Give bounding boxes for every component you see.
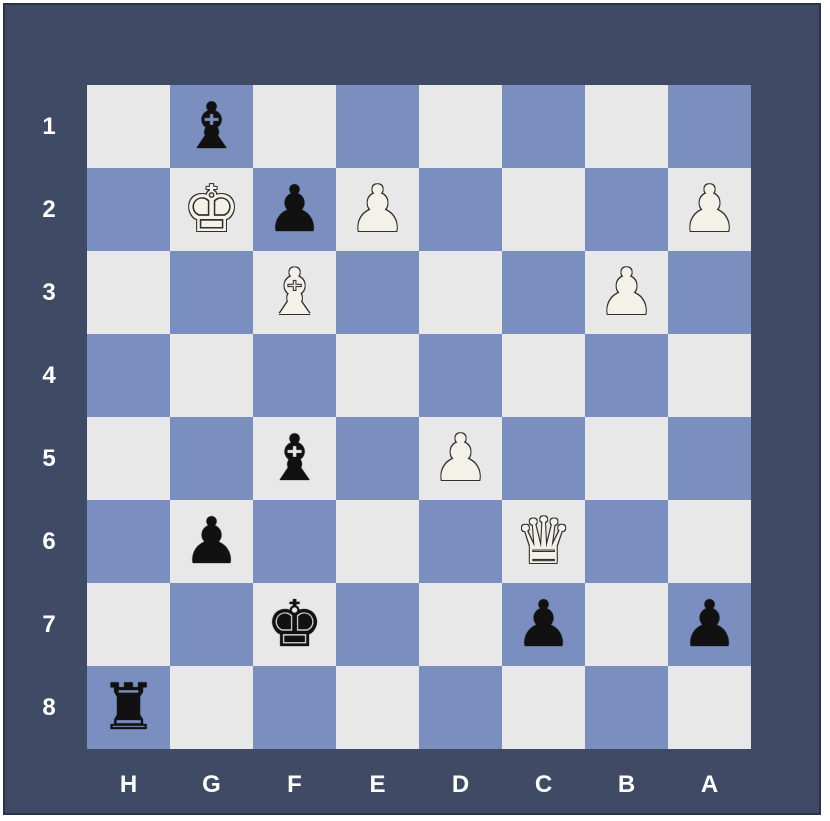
black-king-icon[interactable]: ♚ [266, 593, 323, 657]
square-b2[interactable] [585, 168, 668, 251]
black-pawn-icon[interactable]: ♟ [515, 593, 572, 657]
square-h3[interactable] [87, 251, 170, 334]
file-label-f: F [253, 765, 336, 805]
file-label-a: A [668, 765, 751, 805]
square-c4[interactable] [502, 334, 585, 417]
file-label-h: H [87, 765, 170, 805]
square-b6[interactable] [585, 500, 668, 583]
square-h8[interactable]: ♜ [87, 666, 170, 749]
square-d7[interactable] [419, 583, 502, 666]
square-c3[interactable] [502, 251, 585, 334]
square-g6[interactable]: ♟ [170, 500, 253, 583]
rank-label-6: 6 [29, 500, 69, 583]
square-e7[interactable] [336, 583, 419, 666]
square-h7[interactable] [87, 583, 170, 666]
square-e8[interactable] [336, 666, 419, 749]
white-pawn-icon[interactable]: ♟ [681, 178, 738, 242]
square-b1[interactable] [585, 85, 668, 168]
black-pawn-icon[interactable]: ♟ [266, 178, 323, 242]
file-label-c: C [502, 765, 585, 805]
square-d8[interactable] [419, 666, 502, 749]
square-f6[interactable] [253, 500, 336, 583]
square-e3[interactable] [336, 251, 419, 334]
square-h2[interactable] [87, 168, 170, 251]
square-c7[interactable]: ♟ [502, 583, 585, 666]
rank-label-1: 1 [29, 85, 69, 168]
rank-label-7: 7 [29, 583, 69, 666]
square-h1[interactable] [87, 85, 170, 168]
square-d6[interactable] [419, 500, 502, 583]
square-b3[interactable]: ♟ [585, 251, 668, 334]
square-a1[interactable] [668, 85, 751, 168]
square-f2[interactable]: ♟ [253, 168, 336, 251]
square-a4[interactable] [668, 334, 751, 417]
white-pawn-icon[interactable]: ♟ [432, 427, 489, 491]
square-a3[interactable] [668, 251, 751, 334]
white-queen-icon[interactable]: ♛ [515, 510, 572, 574]
square-b4[interactable] [585, 334, 668, 417]
black-rook-icon[interactable]: ♜ [100, 676, 157, 740]
black-bishop-icon[interactable]: ♝ [266, 427, 323, 491]
square-e5[interactable] [336, 417, 419, 500]
square-g7[interactable] [170, 583, 253, 666]
square-f7[interactable]: ♚ [253, 583, 336, 666]
square-b8[interactable] [585, 666, 668, 749]
file-label-g: G [170, 765, 253, 805]
chess-board: ♝ ♚ ♟ ♟ ♟ ♝ ♟ ♝ ♟ ♟ ♛ ♚ ♟ ♟ ♜ [87, 85, 751, 749]
square-h4[interactable] [87, 334, 170, 417]
square-a6[interactable] [668, 500, 751, 583]
square-b5[interactable] [585, 417, 668, 500]
square-d4[interactable] [419, 334, 502, 417]
square-d3[interactable] [419, 251, 502, 334]
square-f3[interactable]: ♝ [253, 251, 336, 334]
square-g2[interactable]: ♚ [170, 168, 253, 251]
square-c6[interactable]: ♛ [502, 500, 585, 583]
square-d1[interactable] [419, 85, 502, 168]
rank-label-4: 4 [29, 334, 69, 417]
square-f1[interactable] [253, 85, 336, 168]
file-label-e: E [336, 765, 419, 805]
rank-label-8: 8 [29, 666, 69, 749]
square-a2[interactable]: ♟ [668, 168, 751, 251]
black-bishop-icon[interactable]: ♝ [183, 95, 240, 159]
square-e1[interactable] [336, 85, 419, 168]
square-c5[interactable] [502, 417, 585, 500]
square-e6[interactable] [336, 500, 419, 583]
white-king-icon[interactable]: ♚ [183, 178, 240, 242]
square-f8[interactable] [253, 666, 336, 749]
square-a8[interactable] [668, 666, 751, 749]
square-c1[interactable] [502, 85, 585, 168]
square-d5[interactable]: ♟ [419, 417, 502, 500]
square-e2[interactable]: ♟ [336, 168, 419, 251]
file-label-d: D [419, 765, 502, 805]
square-f4[interactable] [253, 334, 336, 417]
square-b7[interactable] [585, 583, 668, 666]
square-c2[interactable] [502, 168, 585, 251]
square-a5[interactable] [668, 417, 751, 500]
rank-label-5: 5 [29, 417, 69, 500]
square-g5[interactable] [170, 417, 253, 500]
square-e4[interactable] [336, 334, 419, 417]
square-g1[interactable]: ♝ [170, 85, 253, 168]
white-bishop-icon[interactable]: ♝ [266, 261, 323, 325]
square-h6[interactable] [87, 500, 170, 583]
square-h5[interactable] [87, 417, 170, 500]
square-a7[interactable]: ♟ [668, 583, 751, 666]
black-pawn-icon[interactable]: ♟ [183, 510, 240, 574]
white-pawn-icon[interactable]: ♟ [349, 178, 406, 242]
file-label-b: B [585, 765, 668, 805]
square-g8[interactable] [170, 666, 253, 749]
square-g3[interactable] [170, 251, 253, 334]
square-f5[interactable]: ♝ [253, 417, 336, 500]
square-d2[interactable] [419, 168, 502, 251]
black-pawn-icon[interactable]: ♟ [681, 593, 738, 657]
square-c8[interactable] [502, 666, 585, 749]
rank-label-2: 2 [29, 168, 69, 251]
square-g4[interactable] [170, 334, 253, 417]
white-pawn-icon[interactable]: ♟ [598, 261, 655, 325]
rank-label-3: 3 [29, 251, 69, 334]
